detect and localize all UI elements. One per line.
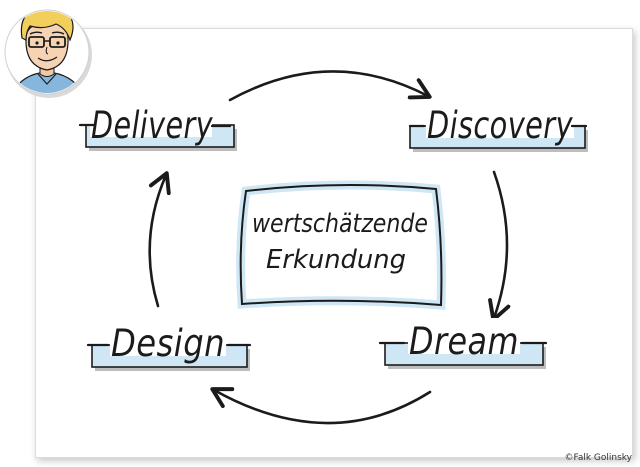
phase-delivery: Delivery: [78, 103, 237, 151]
phase-dream-label: Dream: [409, 320, 519, 363]
phase-design-label: Design: [111, 322, 225, 365]
arrow-design-to-delivery: [148, 171, 171, 308]
phase-delivery-label: Delivery: [91, 104, 213, 147]
phase-discovery: Discovery: [408, 104, 588, 152]
arrow-delivery-to-discovery: [228, 70, 432, 102]
center-title-line-1: wertschätzende: [252, 209, 428, 239]
phase-design: Design: [86, 320, 252, 371]
phase-dream: Dream: [378, 318, 548, 369]
avatar-icon: [4, 9, 92, 98]
cycle-arrows: [148, 70, 511, 425]
phase-discovery-label: Discovery: [427, 104, 573, 147]
center-card: wertschätzende Erkundung: [236, 180, 446, 310]
arrow-discovery-to-dream: [488, 170, 511, 322]
center-title-line-2: Erkundung: [266, 245, 406, 275]
arrow-dream-to-design: [210, 387, 432, 425]
copyright-credit: ©Falk Golinsky: [564, 453, 632, 463]
